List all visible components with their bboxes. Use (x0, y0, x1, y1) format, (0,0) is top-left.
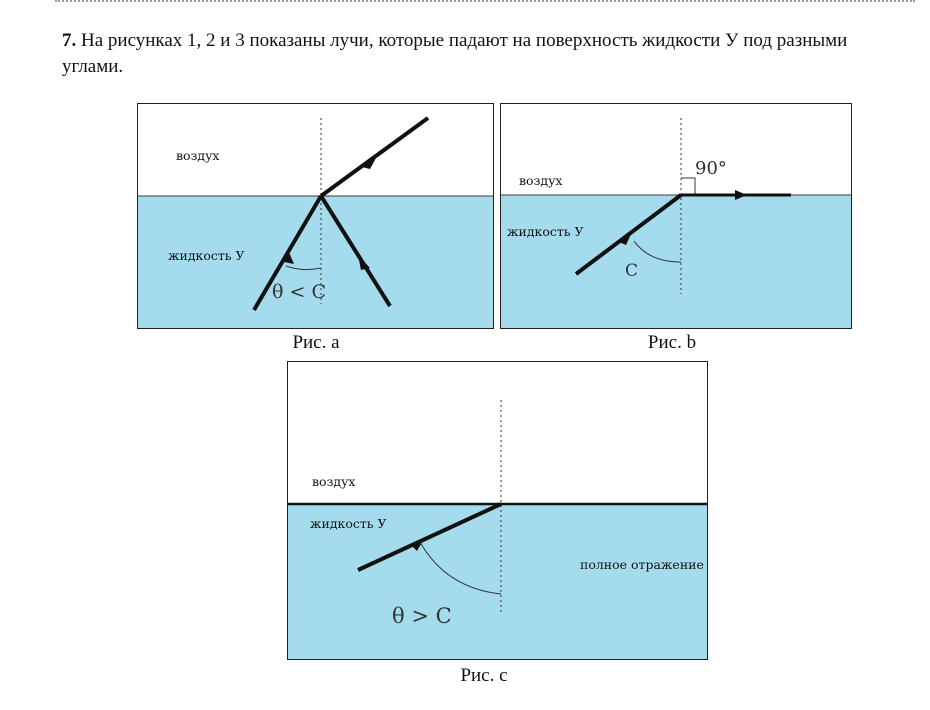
figure-b: воздух жидкость У C 90° (500, 103, 852, 329)
right-angle-marker (681, 177, 696, 195)
air-label: воздух (176, 148, 219, 163)
angle-arc (285, 265, 322, 271)
problem-number: 7. (62, 30, 77, 51)
figure-a: воздух жидкость У θ < C (137, 103, 494, 329)
refracted-ray (319, 116, 430, 198)
reflection-label: полное отражение (580, 557, 704, 572)
reflected-arrow (358, 255, 370, 270)
figure-c-diagram: воздух жидкость У полное отражение θ > C (288, 400, 707, 659)
angle-label: θ < C (272, 281, 326, 303)
figure-a-diagram: воздух жидкость У θ < C (138, 116, 493, 328)
caption-b: Рис. b (647, 332, 697, 353)
problem-statement: 7. На рисунках 1, 2 и 3 показаны лучи, к… (62, 28, 892, 80)
liquid-label: жидкость У (310, 516, 387, 531)
page-top-border (55, 0, 915, 5)
angle-arc (419, 541, 502, 595)
angle-label: C (625, 261, 638, 281)
air-label: воздух (312, 474, 355, 489)
incident-arrow (619, 232, 632, 245)
liquid-region (138, 196, 493, 328)
right-angle-label: 90° (695, 158, 727, 179)
refracted-arrow (362, 158, 376, 169)
caption-a: Рис. a (292, 332, 340, 353)
problem-text: На рисунках 1, 2 и 3 показаны лучи, кото… (62, 30, 848, 77)
caption-c: Рис. c (460, 665, 508, 686)
incident-ray (574, 193, 683, 276)
air-label: воздух (519, 173, 562, 188)
refracted-arrow (735, 190, 747, 200)
angle-arc (633, 240, 682, 263)
liquid-label: жидкость У (507, 224, 584, 239)
figure-b-diagram: воздух жидкость У C 90° (501, 118, 851, 328)
figure-c: воздух жидкость У полное отражение θ > C (287, 361, 708, 660)
incident-arrow (284, 250, 294, 264)
incident-ray (357, 502, 502, 572)
reflected-ray (319, 194, 392, 308)
liquid-region (288, 504, 707, 659)
liquid-label: жидкость У (168, 248, 245, 263)
angle-label: θ > C (392, 604, 452, 628)
